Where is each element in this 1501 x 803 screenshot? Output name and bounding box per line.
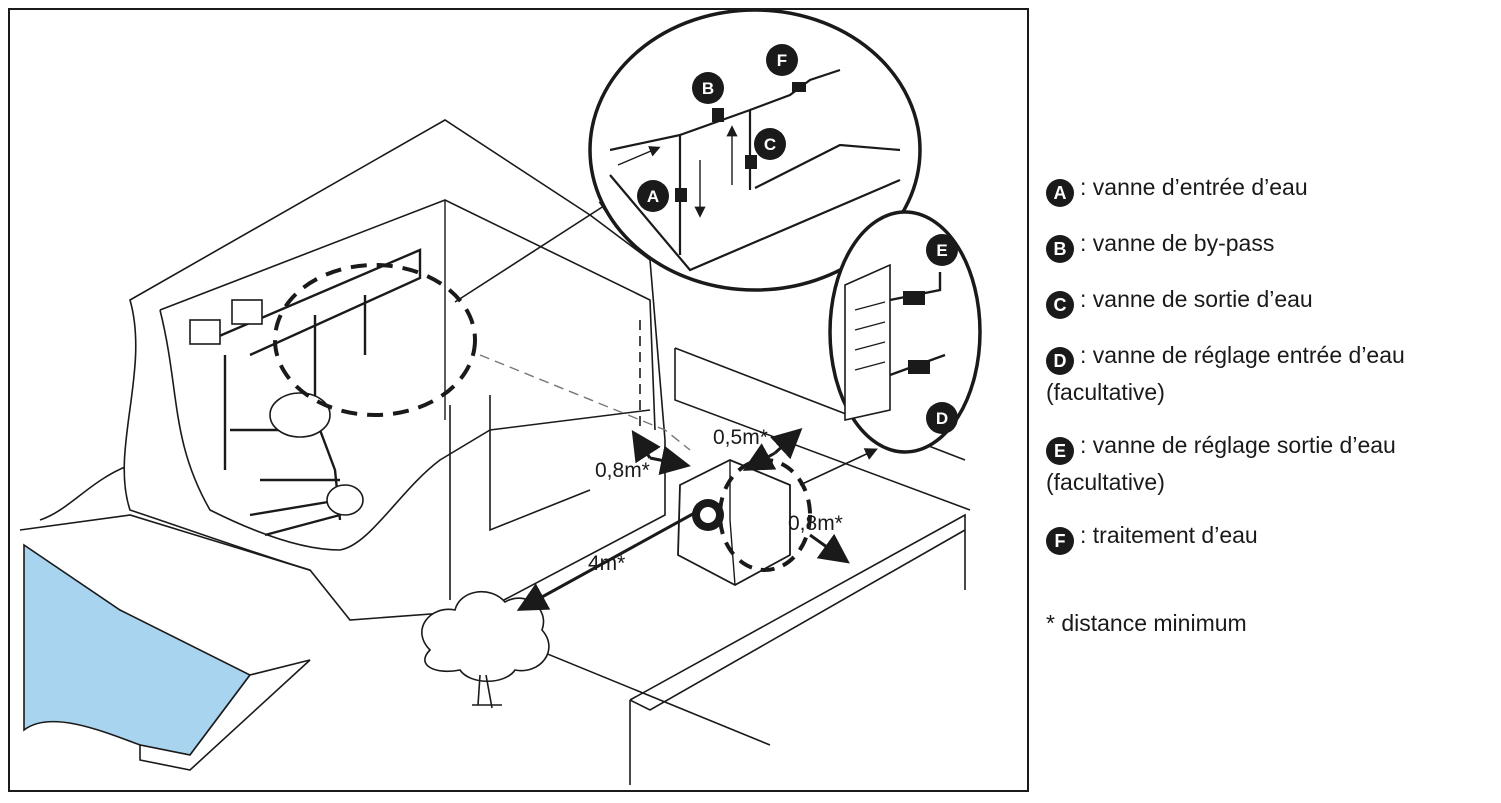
legend-note: * distance minimum [1046, 610, 1247, 636]
legend-item-d: D: vanne de réglage entrée d’eau (facult… [1046, 338, 1405, 409]
legend-badge-b: B [1046, 235, 1074, 263]
legend-item-c: C: vanne de sortie d’eau [1046, 282, 1313, 319]
label-right-clearance: 0,5m* [713, 426, 768, 449]
callout-f-text: F [777, 51, 787, 70]
label-side-clearance: 0,8m* [788, 512, 843, 535]
legend-item-f: F: traitement d’eau [1046, 518, 1258, 555]
tree [421, 590, 550, 709]
diagram-canvas: 0,5m* 0,8m* 0,8m* 4m* A B C F [19, 10, 982, 785]
legend-badge-a: A [1046, 179, 1074, 207]
callout-e [926, 234, 958, 266]
callout-a [637, 180, 669, 212]
callout-b-text: B [702, 79, 714, 98]
legend-text-e-2: (facultative) [1046, 469, 1165, 495]
bypass-inset: A B C F [588, 10, 922, 292]
adjustment-inset: E D [828, 210, 982, 454]
connector-top-inset [454, 200, 613, 303]
distance-arrows [516, 427, 850, 611]
callout-f [766, 44, 798, 76]
legend-text-d: : vanne de réglage entrée d’eau [1080, 342, 1405, 368]
legend-badge-d: D [1046, 347, 1074, 375]
legend-text-e: : vanne de réglage sortie d’eau [1080, 432, 1396, 458]
legend-text-c: : vanne de sortie d’eau [1080, 286, 1313, 312]
room-equipment [189, 299, 364, 516]
legend-badge-c: C [1046, 291, 1074, 319]
legend-text-a: : vanne d’entrée d’eau [1080, 174, 1308, 200]
callout-e-text: E [936, 241, 947, 260]
callout-d [926, 402, 958, 434]
technical-room [123, 119, 666, 621]
heat-pump [677, 459, 791, 587]
label-front-clearance: 4m* [588, 552, 625, 575]
legend-badge-f: F [1046, 527, 1074, 555]
legend-badge-e: E [1046, 437, 1074, 465]
pool-edge [139, 659, 311, 771]
installation-diagram: 0,5m* 0,8m* 0,8m* 4m* A B C F [8, 8, 1029, 792]
callout-b [692, 72, 724, 104]
callout-a-text: A [647, 187, 659, 206]
pipe-run [479, 354, 691, 451]
legend-item-b: B: vanne de by-pass [1046, 226, 1274, 263]
legend-item-e: E: vanne de réglage sortie d’eau (facult… [1046, 428, 1396, 499]
legend-item-a: A: vanne d’entrée d’eau [1046, 170, 1308, 207]
label-back-clearance: 0,8m* [595, 459, 650, 482]
legend-text-d-2: (facultative) [1046, 379, 1165, 405]
connector-right-inset [799, 448, 878, 486]
callout-d-text: D [936, 409, 948, 428]
callout-c [754, 128, 786, 160]
legend-text-b: : vanne de by-pass [1080, 230, 1275, 256]
room-piping [209, 248, 422, 537]
legend-text-f: : traitement d’eau [1080, 522, 1258, 548]
callout-c-text: C [764, 135, 776, 154]
room-focus-circle [273, 263, 477, 417]
